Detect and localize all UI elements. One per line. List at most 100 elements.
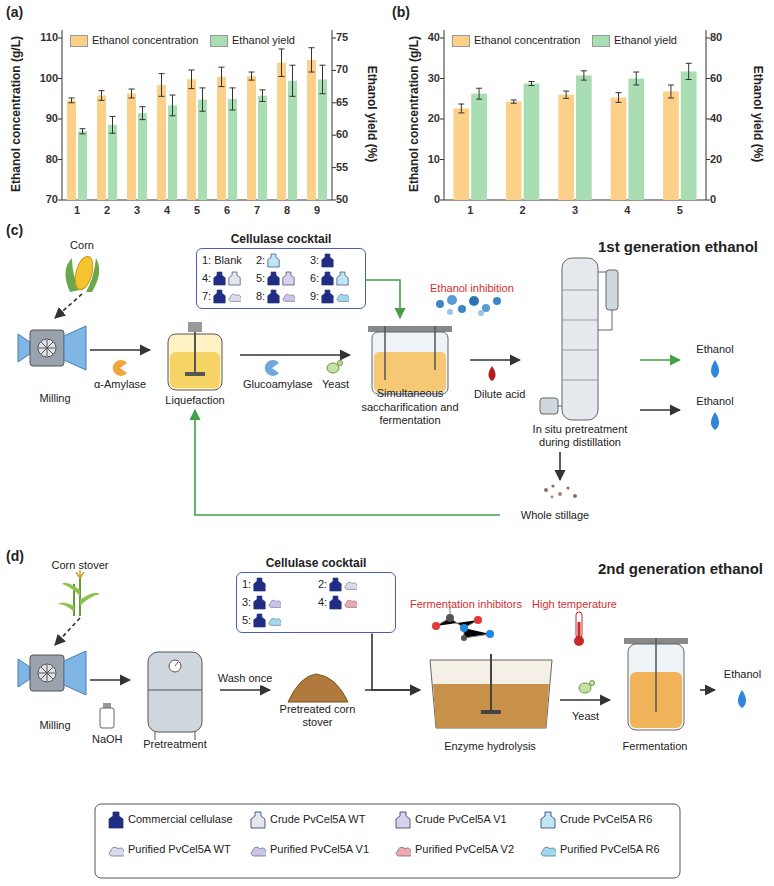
ethanol-drop: [711, 412, 719, 430]
process-step: Fermentation: [610, 630, 700, 756]
mill-icon: [18, 334, 30, 362]
bar: [228, 99, 237, 200]
legend-item: Purified PvCel5A WT: [108, 841, 231, 859]
legend-item: Purified PvCel5A V2: [395, 841, 514, 859]
enzyme-blob-icon: [268, 613, 281, 628]
mill-icon: [39, 340, 55, 356]
legend-text: Ethanol concentration: [92, 34, 198, 47]
bottle: [214, 290, 225, 303]
cocktail-item: 3:: [310, 253, 360, 268]
item-label: 4:: [318, 596, 327, 609]
ethanol-molecules: [458, 305, 466, 313]
connector: [366, 280, 400, 318]
process-step: Pretreated corn stover: [270, 668, 365, 732]
inhibitor-molecules: [446, 614, 454, 622]
error-bar: [189, 70, 195, 89]
bottle: [268, 272, 279, 285]
bar: [558, 95, 574, 200]
bottle: [251, 812, 265, 828]
blob: [345, 601, 357, 608]
process-step: Enzyme hydrolysis: [420, 650, 560, 756]
mill-icon: [64, 326, 86, 370]
enzyme-bottle-icon: [267, 271, 280, 286]
corn-cob: [65, 255, 99, 292]
distillation-column: [598, 272, 612, 330]
bottle: [330, 596, 341, 609]
enzyme-bottle-icon: [253, 613, 266, 628]
distillation-column: [562, 258, 598, 420]
annotation: 1st generation ethanol: [598, 238, 758, 256]
tick-label: 100: [40, 72, 58, 85]
cocktail-box: Cellulase cocktail1: Blank2:3:4:5:6:7:8:…: [196, 232, 366, 309]
bar: [217, 77, 226, 200]
error-bar: [69, 98, 75, 103]
tick-label: 80: [710, 31, 722, 44]
enzyme-bottle-icon: [267, 253, 280, 268]
bar: [681, 71, 697, 200]
liquefaction-tank: [168, 322, 222, 390]
process-step: Whole stillage: [500, 480, 610, 525]
error-bar: [686, 63, 692, 79]
bar: [247, 76, 256, 200]
enzyme-blob-icon: [268, 595, 281, 610]
axis-title: Ethanol concentration (g/L): [407, 36, 421, 192]
item-label: 9:: [310, 290, 319, 303]
process-step: Liquefaction: [150, 318, 240, 410]
blob: [345, 583, 357, 590]
bar: [97, 96, 106, 200]
step-label: Milling: [39, 719, 70, 732]
bar: [576, 75, 592, 200]
bottle: [322, 290, 333, 303]
tick-label: 2: [520, 204, 526, 217]
bottle: [254, 596, 265, 609]
axis: [444, 30, 706, 200]
connector: [640, 359, 680, 361]
inhibitor-molecules: [432, 608, 494, 641]
stillage-dots: [551, 484, 554, 487]
connector: [372, 633, 420, 690]
cocktail-item: 2:: [256, 253, 306, 268]
corn-stover: [76, 570, 84, 578]
hydrolysis-tank: [490, 654, 492, 712]
process-step: Pretreatment: [130, 640, 220, 754]
axis-title: Ethanol yield (%): [365, 66, 379, 163]
enzyme-bottle-icon: [282, 271, 295, 286]
corn-stover: [58, 570, 100, 616]
enzyme-bottle-icon: [213, 289, 226, 304]
bar: [108, 125, 117, 200]
bar: [471, 94, 487, 200]
tick-label: 60: [336, 129, 348, 142]
tick: [332, 200, 336, 201]
process-step: Corn: [52, 236, 112, 294]
bar: [506, 102, 522, 200]
annotation: NaOH: [92, 733, 123, 746]
cocktail-item: 7:: [202, 289, 252, 304]
ethanol-drop: [738, 690, 746, 708]
legend-item: Commercial cellulase: [108, 811, 233, 829]
tick: [58, 159, 62, 160]
tick-label: 55: [336, 161, 348, 174]
annotation: Dilute acid: [474, 388, 525, 401]
legend-swatch: [592, 35, 610, 47]
error-bar: [581, 71, 587, 80]
enzyme-bottle-icon: [329, 595, 342, 610]
step-label: Fermentation: [623, 740, 688, 753]
inhibitor-molecules: [486, 630, 494, 638]
tick-label: 8: [284, 204, 290, 217]
enzyme-bottle-icon: [336, 271, 349, 286]
cocktail-frame: 1:2:3:4:5:: [236, 572, 396, 633]
bottle: [330, 578, 341, 591]
bar: [628, 79, 644, 201]
error-bar: [200, 88, 206, 111]
blob: [337, 295, 349, 302]
cocktail-item: 1:: [242, 577, 314, 592]
liquefaction-tank: [194, 332, 196, 375]
error-bar: [279, 49, 285, 77]
bottle: [322, 272, 333, 285]
blob: [251, 847, 266, 856]
tick-label: 90: [46, 112, 58, 125]
enzyme-blob-icon: [250, 841, 266, 859]
enzyme-icon: [265, 360, 279, 376]
legend-item: Crude PvCel5A R6: [540, 811, 652, 829]
